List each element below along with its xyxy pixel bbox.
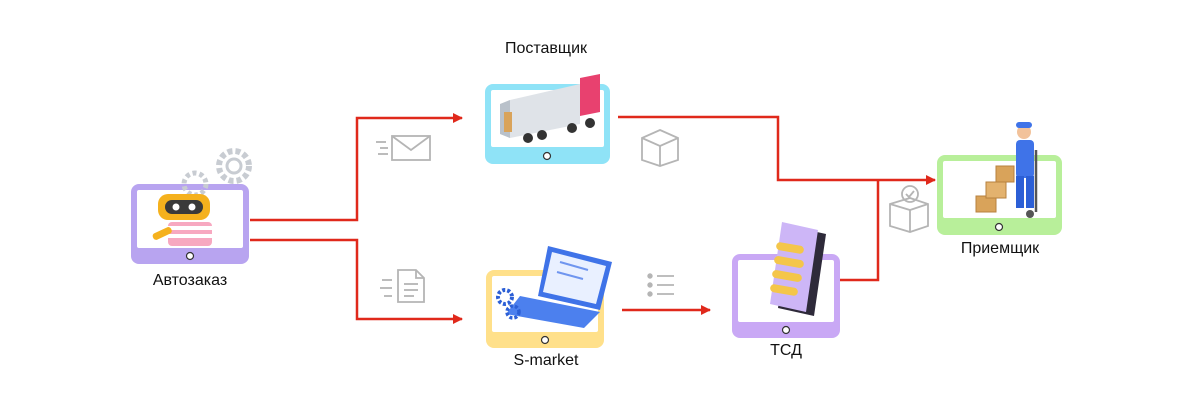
device-button [781, 325, 791, 335]
truck-icon [500, 74, 600, 143]
device-button [540, 335, 550, 345]
label-avtozakaz: Автозаказ [152, 272, 228, 289]
arrow-avtozakaz-to-postavshchik [250, 113, 463, 222]
label-smarket: S-market [513, 352, 579, 369]
arrow-postavshchik-to-priemshchik [618, 115, 936, 185]
smartphone-icon [770, 222, 826, 316]
label-postavshchik: Поставщик [504, 40, 588, 57]
node-smarket [486, 246, 612, 348]
list-icon [647, 273, 674, 297]
worker-icon [975, 122, 1038, 218]
node-avtozakaz [131, 148, 252, 264]
robot-icon [152, 194, 212, 246]
node-tsd [732, 222, 840, 338]
device-button [185, 251, 195, 261]
label-priemshchik: Приемщик [960, 240, 1040, 257]
node-priemshchik [937, 122, 1062, 235]
box-check-icon [889, 185, 929, 233]
device-button [994, 222, 1004, 232]
envelope-icon [376, 135, 431, 161]
document-icon [380, 269, 425, 303]
device-button [542, 151, 552, 161]
laptop-icon [496, 246, 612, 328]
node-postavshchik [485, 74, 610, 164]
label-tsd: ТСД [770, 342, 802, 359]
box-icon [641, 129, 679, 167]
line-tsd-to-priemshchik [840, 180, 880, 282]
arrow-avtozakaz-to-smarket [250, 238, 463, 324]
connectors [250, 113, 936, 324]
gear-icon [496, 288, 521, 320]
